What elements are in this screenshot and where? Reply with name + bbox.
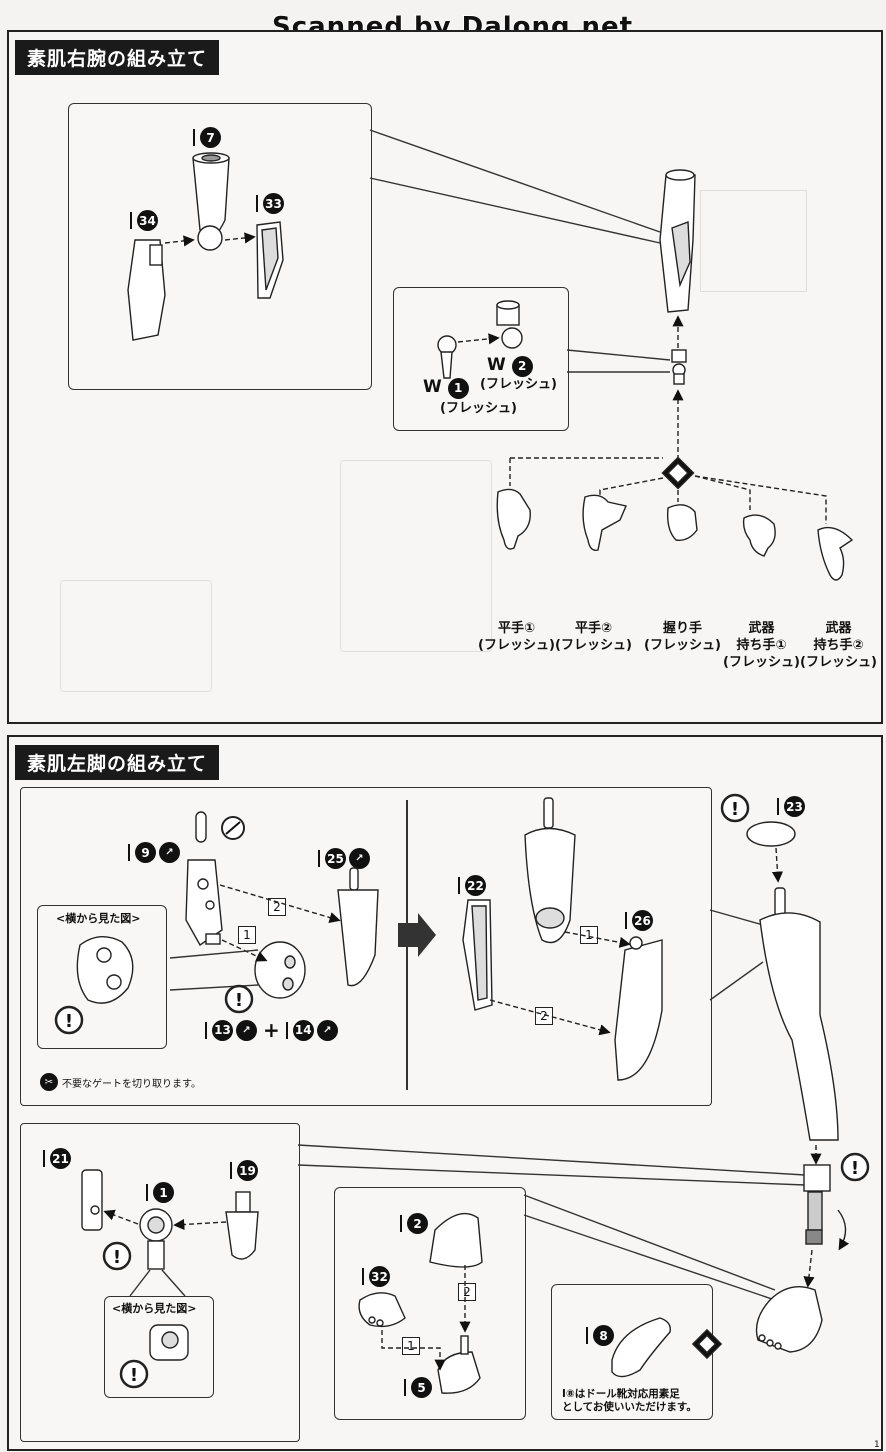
wrist-part-w1 bbox=[437, 335, 457, 379]
choice-diamond-icon bbox=[661, 456, 695, 490]
part-label-34: 34 bbox=[130, 210, 158, 231]
leg-thigh-upper bbox=[524, 797, 576, 944]
arm-part-7 bbox=[192, 152, 230, 251]
part-label-7: 7 bbox=[193, 127, 221, 148]
ankle-joint-assembled bbox=[803, 1164, 831, 1245]
wrist-part-w2 bbox=[496, 300, 523, 349]
step-number: 2 bbox=[268, 898, 286, 916]
part-label-w2: W 2 bbox=[487, 356, 533, 377]
leg-part-25 bbox=[337, 867, 379, 987]
hand-label-grip: 握り手 (フレッシュ) bbox=[644, 621, 721, 653]
doll-foot-note: I⑧はドール靴対応用素足 としてお使いいただけます。 bbox=[562, 1388, 697, 1413]
part-label-13-14: 13↗ + 14↗ bbox=[205, 1018, 338, 1042]
arrow-marker-icon: ↗ bbox=[316, 1019, 338, 1041]
arm-part-34 bbox=[127, 239, 166, 341]
foot-part-2 bbox=[429, 1212, 483, 1268]
nipper-cut-icon: ✂ bbox=[40, 1073, 58, 1091]
part-label-1: 1 bbox=[146, 1182, 174, 1203]
caution-icon: ! bbox=[224, 984, 254, 1014]
leg-part-9 bbox=[185, 811, 223, 947]
wrist-joint-frame bbox=[393, 287, 569, 431]
caution-icon: ! bbox=[720, 793, 750, 823]
step-number: 2 bbox=[535, 1007, 553, 1025]
hand-weapon-1 bbox=[742, 514, 776, 557]
part-label-26: 26 bbox=[625, 910, 653, 931]
caution-icon: ! bbox=[119, 1359, 149, 1389]
svg-text:!: ! bbox=[113, 1247, 121, 1268]
part-label-8: 8 bbox=[586, 1325, 614, 1346]
foot-part-32 bbox=[358, 1292, 406, 1328]
caution-icon: ! bbox=[840, 1152, 870, 1182]
leg-part-19 bbox=[225, 1191, 259, 1260]
hand-label-flat-2: 平手② (フレッシュ) bbox=[555, 621, 632, 653]
svg-text:!: ! bbox=[65, 1011, 73, 1032]
page-number: 1 bbox=[874, 1440, 880, 1450]
hand-label-flat-1: 平手① (フレッシュ) bbox=[478, 621, 555, 653]
svg-text:!: ! bbox=[130, 1365, 138, 1386]
hand-flat-2 bbox=[582, 494, 627, 551]
part-label-19: 19 bbox=[230, 1160, 258, 1181]
leg-section-title: 素肌左脚の組み立て bbox=[15, 745, 220, 780]
part-label-5: 5 bbox=[404, 1377, 432, 1398]
part-label-2: 2 bbox=[400, 1213, 428, 1234]
svg-text:!: ! bbox=[731, 799, 739, 820]
step-number: 1 bbox=[238, 926, 256, 944]
ghost-panel bbox=[340, 460, 492, 652]
hand-label-weapon-1: 武器 持ち手① (フレッシュ) bbox=[723, 621, 800, 670]
leg-part-26 bbox=[614, 936, 663, 1081]
ghost-panel bbox=[60, 580, 212, 692]
part-label-32: 32 bbox=[362, 1266, 390, 1287]
arrow-marker-icon: ↗ bbox=[159, 842, 180, 863]
part-label-9: 9↗ bbox=[128, 842, 180, 863]
wrist-joint-assembled bbox=[671, 349, 687, 385]
part-label-25: 25↗ bbox=[318, 848, 370, 869]
leg-part-1 bbox=[139, 1208, 173, 1270]
leg-part-13-14 bbox=[254, 941, 306, 999]
arrow-marker-icon: ↗ bbox=[349, 848, 370, 869]
arm-assembled bbox=[659, 169, 696, 313]
side-view-label: <横から見た図> bbox=[56, 912, 141, 925]
leg-thigh-assembled bbox=[746, 821, 839, 1141]
gate-note: ✂ 不要なゲートを切り取ります。 bbox=[40, 1073, 201, 1091]
svg-text:!: ! bbox=[235, 990, 243, 1011]
foot-assembled bbox=[755, 1286, 823, 1353]
leg-part-22 bbox=[462, 899, 493, 1011]
step-number: 2 bbox=[458, 1283, 476, 1301]
part-label-21: 21 bbox=[43, 1148, 71, 1169]
hand-label-weapon-2: 武器 持ち手② (フレッシュ) bbox=[800, 621, 877, 670]
svg-text:!: ! bbox=[851, 1158, 859, 1179]
hand-grip bbox=[666, 504, 698, 541]
part-label-33: 33 bbox=[256, 193, 284, 214]
step-number: 1 bbox=[402, 1337, 420, 1355]
side-view-disc bbox=[76, 936, 134, 1004]
choice-diamond-icon bbox=[691, 1328, 723, 1360]
hand-flat-1 bbox=[496, 488, 531, 550]
step-number: 1 bbox=[580, 926, 598, 944]
leg-part-21 bbox=[81, 1169, 103, 1231]
next-step-arrow-icon bbox=[398, 913, 436, 957]
side-view-ring bbox=[149, 1324, 189, 1361]
part-w1-color: (フレッシュ) bbox=[440, 401, 517, 416]
foot-part-5 bbox=[437, 1335, 481, 1394]
ghost-panel bbox=[700, 190, 807, 292]
arm-section-title: 素肌右腕の組み立て bbox=[15, 40, 220, 75]
part-w2-color: (フレッシュ) bbox=[480, 377, 557, 392]
hand-weapon-2 bbox=[817, 526, 854, 581]
part-label-23: 23 bbox=[777, 796, 805, 817]
side-view-label-2: <横から見た図> bbox=[112, 1302, 197, 1315]
arrow-marker-icon: ↗ bbox=[236, 1019, 257, 1041]
arm-subassembly-frame bbox=[68, 103, 372, 390]
arm-part-33 bbox=[256, 221, 284, 299]
doll-foot-part-8 bbox=[611, 1317, 671, 1378]
caution-icon: ! bbox=[102, 1241, 132, 1271]
part-label-w1: W 1 bbox=[423, 378, 469, 399]
caution-icon: ! bbox=[54, 1005, 84, 1035]
nipper-cut-icon bbox=[221, 816, 245, 840]
part-label-22: 22 bbox=[458, 875, 486, 896]
hand-choice-lines bbox=[509, 457, 827, 524]
